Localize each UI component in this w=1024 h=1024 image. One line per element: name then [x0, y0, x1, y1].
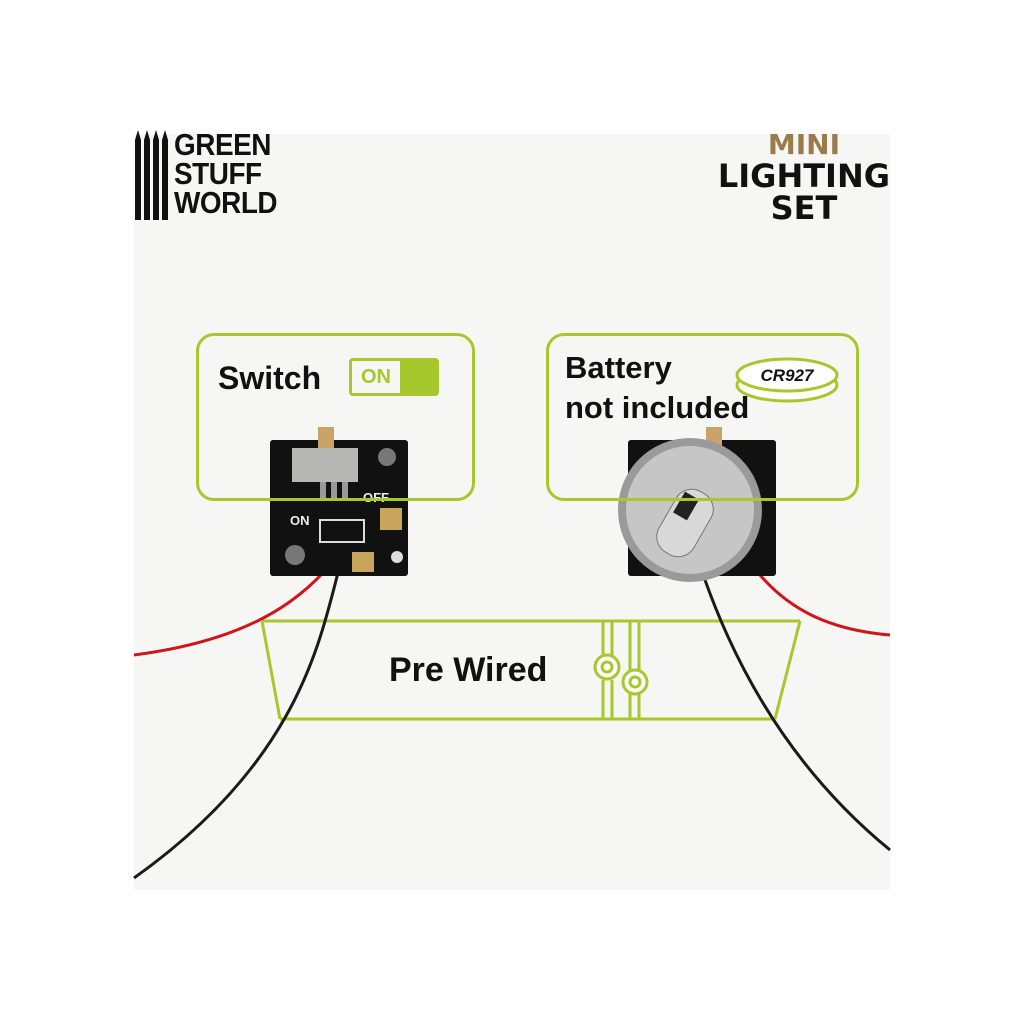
battery-model-label: CR927: [761, 366, 815, 385]
pre-wired-frame: [260, 619, 802, 721]
product-title: MINI LIGHTING SET: [717, 128, 890, 227]
red-wire-right: [758, 574, 891, 637]
battery-label-line2: not included: [565, 390, 750, 425]
logo-line-2: STUFF: [174, 156, 262, 191]
battery-label-line1: Battery: [565, 350, 672, 385]
black-wire-right: [703, 579, 891, 852]
logo-line-1: GREEN: [174, 127, 271, 162]
toggle-knob: [400, 361, 436, 393]
logo-line-3: WORLD: [174, 185, 278, 220]
cr927-battery-icon: CR927: [735, 357, 839, 403]
toggle-state: ON: [361, 365, 391, 388]
switch-pcb: ON OFF: [270, 427, 408, 576]
switch-label: Switch: [218, 360, 322, 396]
black-wire-left: [133, 564, 342, 880]
red-wire-left: [133, 564, 332, 657]
pcb-off-mark: OFF: [363, 490, 389, 505]
pre-wired-label: Pre Wired: [389, 651, 548, 689]
title-set: SET: [770, 189, 838, 227]
title-lighting: LIGHTING: [717, 157, 890, 195]
brand-logo: GREEN STUFF WORLD: [134, 127, 289, 220]
title-mini: MINI: [767, 128, 840, 161]
battery-holder-pcb: [618, 427, 776, 582]
on-toggle-icon: ON: [349, 358, 439, 396]
pcb-on-mark: ON: [290, 513, 310, 528]
battery-callout-box: [546, 333, 859, 501]
brushes-icon: [135, 130, 168, 220]
switch-callout-box: [196, 333, 475, 501]
